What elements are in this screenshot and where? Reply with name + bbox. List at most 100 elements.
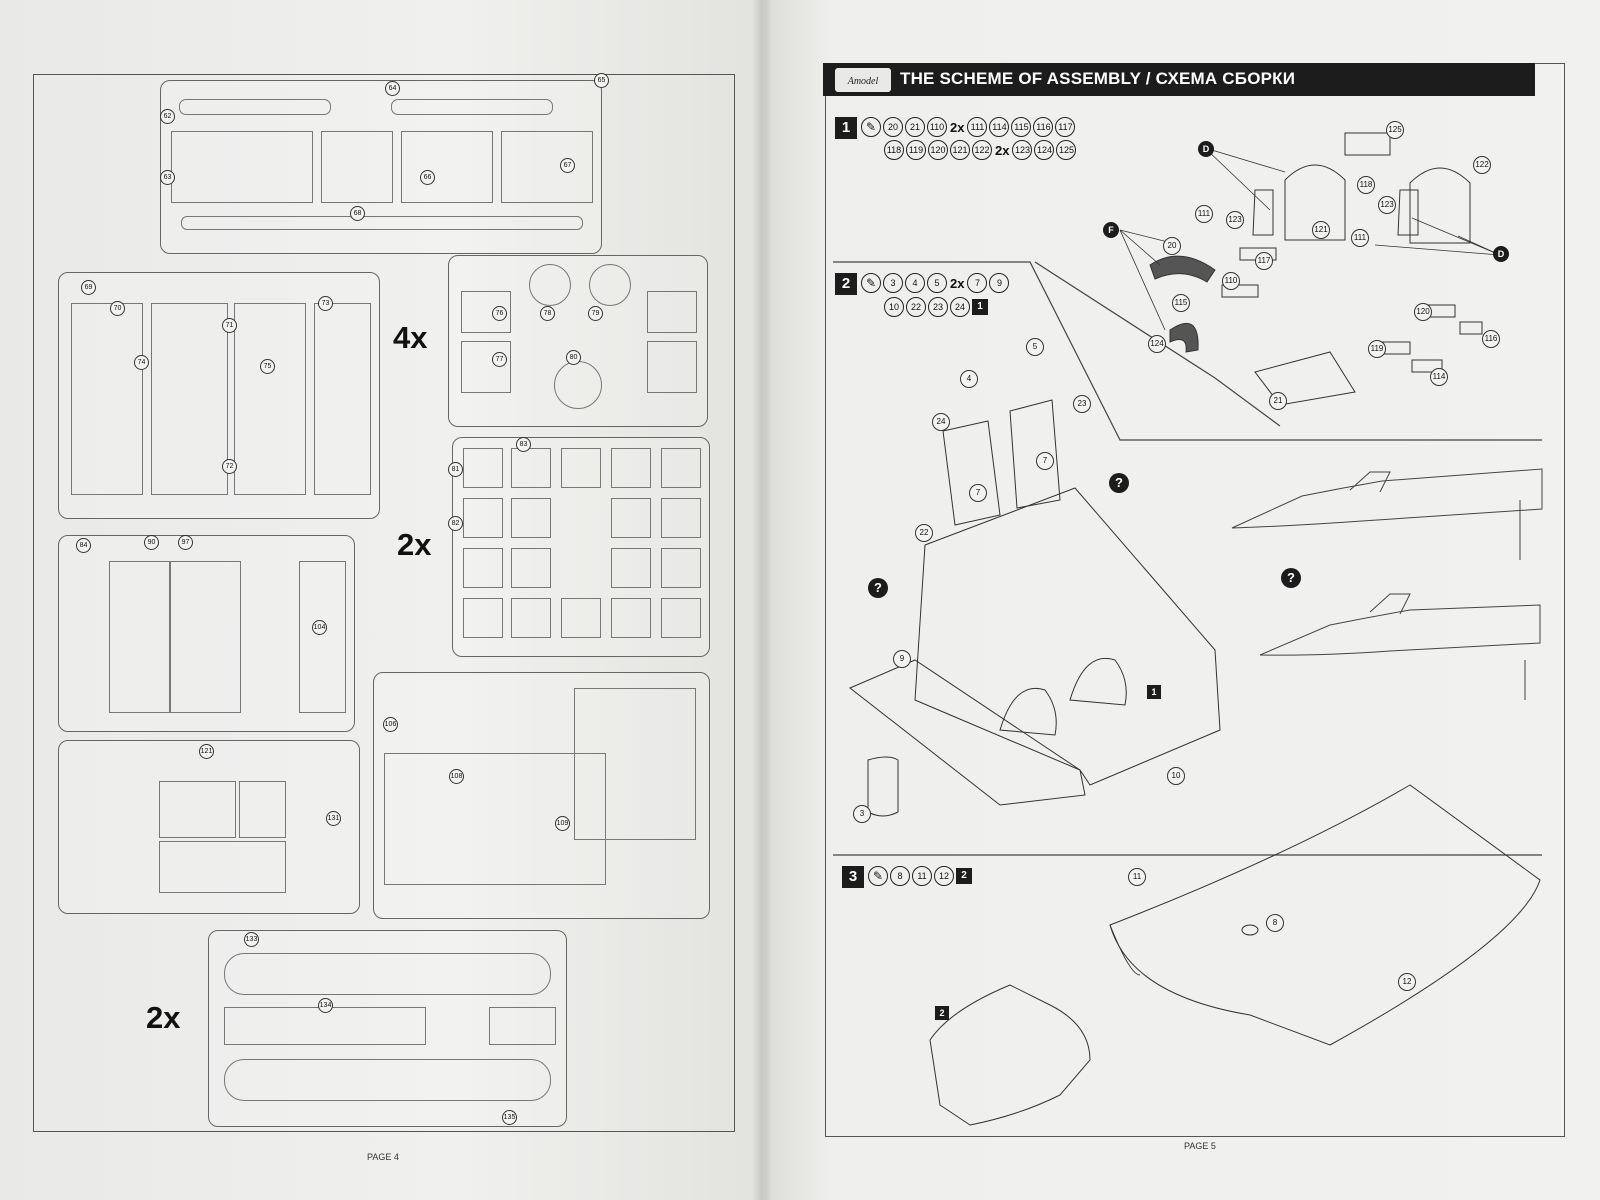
sprue-h-part-1 bbox=[224, 953, 551, 995]
callout-125: 125 bbox=[1386, 121, 1404, 139]
callout-22: 22 bbox=[915, 524, 933, 542]
step-2-number: 2 bbox=[835, 273, 857, 295]
step-part: 8 bbox=[890, 866, 910, 886]
callout-23: 23 bbox=[1073, 395, 1091, 413]
step-part: 123 bbox=[1012, 140, 1033, 160]
wheel-r2c5 bbox=[661, 498, 701, 538]
question-marker: ? bbox=[868, 578, 888, 598]
sprue-c-panel-1 bbox=[461, 291, 511, 333]
page-number-right: PAGE 5 bbox=[1184, 1141, 1216, 1151]
wheel-r1c2 bbox=[511, 448, 551, 488]
sprue-b-panel-2 bbox=[151, 303, 228, 495]
part-num: 90 bbox=[144, 535, 159, 550]
callout-111a: 111 bbox=[1195, 205, 1213, 223]
callout-119: 119 bbox=[1368, 340, 1386, 358]
part-num: 104 bbox=[312, 620, 327, 635]
multiplier-2x-bottom: 2x bbox=[146, 1000, 181, 1035]
sprue-top-bottom-bar bbox=[181, 216, 583, 230]
question-marker: ? bbox=[1109, 473, 1129, 493]
part-num: 97 bbox=[178, 535, 193, 550]
step-subassembly: 2 bbox=[956, 868, 972, 884]
sprue-b-panel-3 bbox=[234, 303, 306, 495]
sprue-e-col-2 bbox=[169, 561, 241, 713]
part-num: 135 bbox=[502, 1110, 517, 1125]
wheel-r4c4 bbox=[611, 598, 651, 638]
part-num: 65 bbox=[594, 73, 609, 88]
part-num: 108 bbox=[449, 769, 464, 784]
step-part: 12 bbox=[934, 866, 954, 886]
sprue-e-col-3 bbox=[299, 561, 346, 713]
page-gutter bbox=[752, 0, 772, 1200]
part-num: 83 bbox=[516, 437, 531, 452]
callout-24: 24 bbox=[932, 413, 950, 431]
wheel-r4c3 bbox=[561, 598, 601, 638]
sprue-cockpit-parts bbox=[58, 740, 360, 914]
step-part: 4 bbox=[905, 273, 925, 293]
step-multiplier: 2x bbox=[995, 142, 1010, 158]
sprue-g-fin bbox=[574, 688, 696, 840]
wheel-r3c4 bbox=[611, 548, 651, 588]
callout-114: 114 bbox=[1430, 368, 1448, 386]
detail-marker-f: F bbox=[1103, 222, 1119, 238]
right-page-frame bbox=[825, 63, 1565, 1137]
callout-5: 5 bbox=[1026, 338, 1044, 356]
multiplier-2x-wheels: 2x bbox=[397, 527, 432, 562]
step-1-number: 1 bbox=[835, 117, 857, 139]
step-part: 122 bbox=[972, 140, 992, 160]
step-part: 114 bbox=[989, 117, 1010, 137]
sprue-c-disc-2 bbox=[589, 264, 631, 306]
step-3-parts-line-1: ✎ 8 11 12 2 bbox=[868, 866, 972, 886]
step-part: 3 bbox=[883, 273, 903, 293]
step-2-parts-line-2: 10 22 23 24 1 bbox=[884, 297, 988, 317]
amodel-logo bbox=[835, 68, 891, 92]
part-num: 73 bbox=[318, 296, 333, 311]
sprue-h-part-4 bbox=[224, 1059, 551, 1101]
step-1-parts-line-1: ✎ 20 21 110 2x 111 114 115 116 117 bbox=[861, 117, 1076, 137]
step-part: 10 bbox=[884, 297, 904, 317]
glue-icon: ✎ bbox=[868, 866, 888, 886]
callout-12: 12 bbox=[1398, 973, 1416, 991]
sprue-c-panel-4 bbox=[647, 341, 697, 393]
sprue-f-panel-3 bbox=[159, 841, 286, 893]
callout-120: 120 bbox=[1414, 303, 1432, 321]
part-num: 72 bbox=[222, 459, 237, 474]
part-num: 76 bbox=[492, 306, 507, 321]
wheel-r2c2 bbox=[511, 498, 551, 538]
sprue-top-panel-2 bbox=[321, 131, 393, 203]
sprue-top bbox=[160, 80, 602, 254]
sprue-f-panel-1 bbox=[159, 781, 236, 838]
part-num: 82 bbox=[448, 516, 463, 531]
step-part: 118 bbox=[884, 140, 904, 160]
wheel-r1c3 bbox=[561, 448, 601, 488]
page-number-left: PAGE 4 bbox=[367, 1152, 399, 1162]
part-num: 75 bbox=[260, 359, 275, 374]
callout-sub-1: 1 bbox=[1147, 685, 1161, 699]
wheel-r1c4 bbox=[611, 448, 651, 488]
step-part: 11 bbox=[912, 866, 932, 886]
left-page-frame bbox=[33, 74, 735, 1132]
part-num: 134 bbox=[318, 998, 333, 1013]
wheel-r1c1 bbox=[463, 448, 503, 488]
step-part: 110 bbox=[927, 117, 947, 137]
part-num: 78 bbox=[540, 306, 555, 321]
assembly-header-bar bbox=[823, 63, 1535, 96]
part-num: 70 bbox=[110, 301, 125, 316]
sprue-g-wing-panel bbox=[384, 753, 606, 885]
step-multiplier: 2x bbox=[950, 119, 965, 135]
part-num: 79 bbox=[588, 306, 603, 321]
callout-9: 9 bbox=[893, 650, 911, 668]
step-part: 23 bbox=[928, 297, 948, 317]
sprue-b-panel-1 bbox=[71, 303, 143, 495]
sprue-top-panel-1 bbox=[171, 131, 313, 203]
part-num: 77 bbox=[492, 352, 507, 367]
part-num: 131 bbox=[326, 811, 341, 826]
part-num: 64 bbox=[385, 81, 400, 96]
callout-116: 116 bbox=[1482, 330, 1500, 348]
part-num: 81 bbox=[448, 462, 463, 477]
callout-7a: 7 bbox=[1036, 452, 1054, 470]
wheel-r4c1 bbox=[463, 598, 503, 638]
callout-3: 3 bbox=[853, 805, 871, 823]
step-subassembly: 1 bbox=[972, 299, 988, 315]
part-num: 133 bbox=[244, 932, 259, 947]
callout-10: 10 bbox=[1167, 767, 1185, 785]
